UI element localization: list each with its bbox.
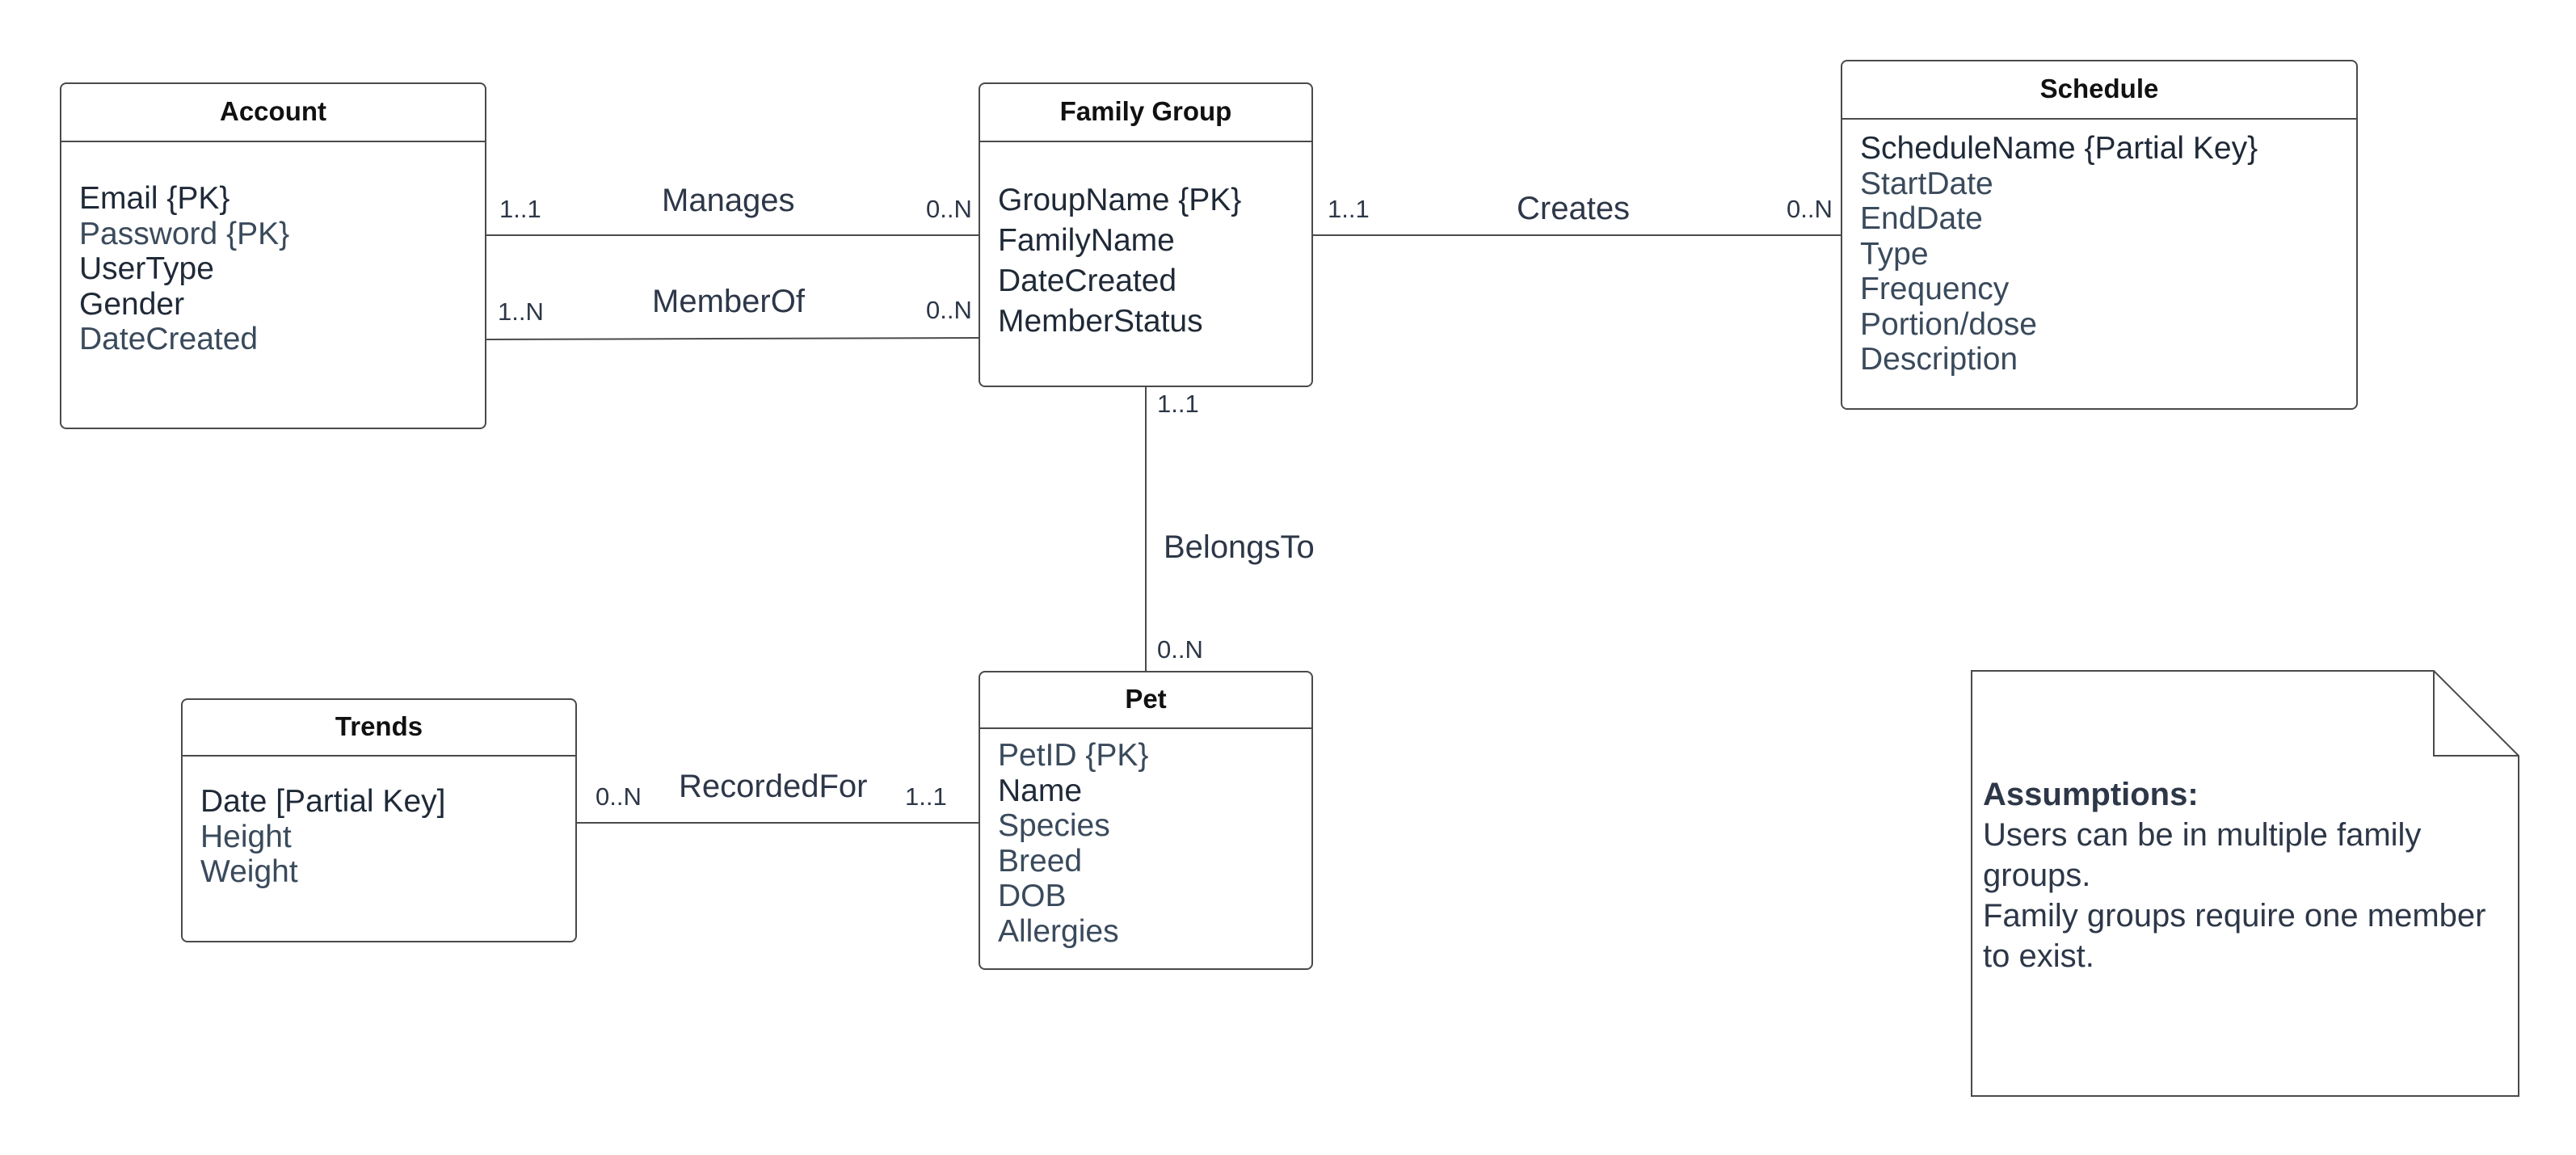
family-group-attribute: FamilyName xyxy=(998,223,1175,258)
pet-entity[interactable]: Pet PetID {PK} Name Species Breed DOB Al… xyxy=(979,671,1313,970)
schedule-attribute: Portion/dose xyxy=(1860,306,2037,342)
recorded-for-label: RecordedFor xyxy=(679,769,868,804)
trends-entity-title: Trends xyxy=(183,700,575,757)
pet-entity-title: Pet xyxy=(980,672,1311,729)
pet-attribute: Name xyxy=(998,773,1083,808)
family-group-entity-title: Family Group xyxy=(980,84,1311,142)
creates-cardinality-to: 0..N xyxy=(1787,195,1833,223)
schedule-attribute: StartDate xyxy=(1860,166,1993,201)
schedule-attribute: ScheduleName {Partial Key} xyxy=(1860,131,2258,166)
trends-entity[interactable]: Trends Date [Partial Key] Height Weight xyxy=(181,698,577,942)
pet-attribute: Species xyxy=(998,808,1110,843)
schedule-attribute: Type xyxy=(1860,236,1929,272)
family-group-attribute: DateCreated xyxy=(998,263,1177,298)
trends-attribute: Height xyxy=(200,819,292,854)
account-attribute: UserType xyxy=(79,251,214,286)
belongs-to-label: BelongsTo xyxy=(1164,529,1315,565)
note-title: Assumptions: xyxy=(1983,777,2199,812)
note-line: Family groups require one member to exis… xyxy=(1983,898,2486,974)
belongs-to-cardinality-from: 1..1 xyxy=(1157,390,1199,418)
pet-attribute: DOB xyxy=(998,879,1067,913)
recorded-for-cardinality-to: 1..1 xyxy=(905,782,947,811)
trends-attribute: Weight xyxy=(200,854,298,889)
account-attribute: Password {PK} xyxy=(79,216,290,251)
account-attribute: DateCreated xyxy=(79,322,259,356)
member-of-label: MemberOf xyxy=(652,284,805,319)
family-group-entity[interactable]: Family Group GroupName {PK} FamilyName D… xyxy=(979,82,1313,387)
schedule-attribute: Frequency xyxy=(1860,272,2010,306)
schedule-attribute: EndDate xyxy=(1860,201,1983,236)
member-of-cardinality-from: 1..N xyxy=(498,297,544,326)
note-line: Users can be in multiple family groups. xyxy=(1983,817,2422,893)
recorded-for-cardinality-from: 0..N xyxy=(596,782,642,811)
schedule-attribute: Description xyxy=(1860,342,2018,377)
account-attribute: Email {PK} xyxy=(79,181,230,216)
manages-cardinality-from: 1..1 xyxy=(499,195,541,223)
creates-cardinality-from: 1..1 xyxy=(1328,195,1370,223)
pet-attribute: Breed xyxy=(998,843,1083,879)
manages-label: Manages xyxy=(662,183,795,218)
account-entity-title: Account xyxy=(61,84,485,142)
assumptions-note: Assumptions: Users can be in multiple fa… xyxy=(1983,774,2516,976)
pet-attribute: Allergies xyxy=(998,913,1119,949)
member-of-connector xyxy=(486,337,979,340)
schedule-entity-title: Schedule xyxy=(1842,61,2356,120)
creates-label: Creates xyxy=(1517,191,1631,226)
manages-cardinality-to: 0..N xyxy=(926,195,972,223)
schedule-entity[interactable]: Schedule ScheduleName {Partial Key} Star… xyxy=(1841,60,2358,410)
member-of-cardinality-to: 0..N xyxy=(926,296,972,324)
note-shape xyxy=(1971,670,2519,1097)
account-attribute: Gender xyxy=(79,286,185,322)
trends-attribute: Date [Partial Key] xyxy=(200,784,446,819)
note-fold xyxy=(2433,671,2519,757)
family-group-attribute: MemberStatus xyxy=(998,304,1203,339)
family-group-attribute: GroupName {PK} xyxy=(998,183,1242,217)
account-entity[interactable]: Account Email {PK} Password {PK} UserTyp… xyxy=(60,82,486,429)
belongs-to-cardinality-to: 0..N xyxy=(1157,635,1203,664)
pet-attribute: PetID {PK} xyxy=(998,738,1149,773)
